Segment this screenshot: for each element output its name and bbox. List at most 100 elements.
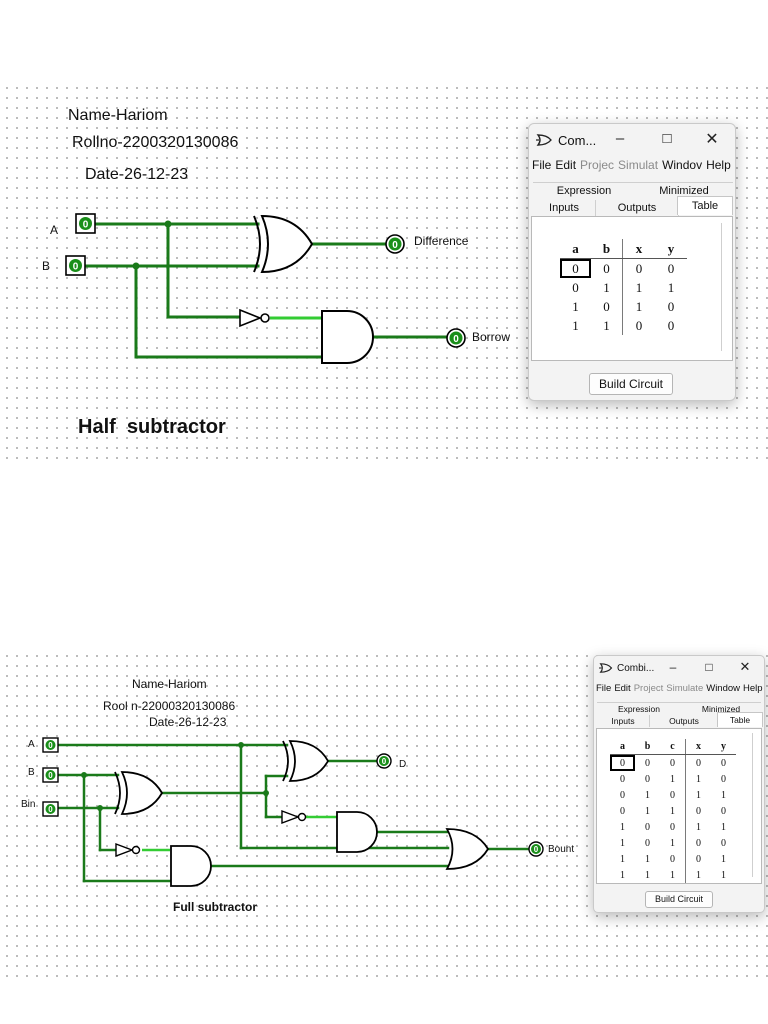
- table-cell[interactable]: 0: [696, 853, 701, 865]
- output-pin-borrow[interactable]: 0: [446, 328, 466, 348]
- table-cell[interactable]: 1: [696, 789, 701, 801]
- table-cell[interactable]: 0: [721, 805, 726, 817]
- input-pin-b[interactable]: 0: [65, 255, 86, 276]
- maximize-button[interactable]: □: [705, 660, 713, 674]
- table-cell[interactable]: 0: [560, 258, 591, 278]
- table-cell[interactable]: 1: [696, 773, 701, 785]
- tab-outputs[interactable]: Outputs: [649, 715, 719, 727]
- menu-window[interactable]: Window: [706, 683, 741, 694]
- menu-edit[interactable]: Edit: [614, 683, 631, 694]
- menu-project[interactable]: Project: [633, 683, 664, 694]
- input-pin-a[interactable]: 0: [75, 213, 96, 234]
- table-cell[interactable]: 0: [667, 298, 675, 314]
- tab-minimized[interactable]: Minimized: [635, 182, 733, 199]
- table-cell[interactable]: 1: [696, 869, 701, 881]
- table-cell[interactable]: 0: [620, 773, 625, 785]
- table-cell[interactable]: 1: [645, 805, 650, 817]
- table-cell[interactable]: 0: [696, 805, 701, 817]
- menu-simulate[interactable]: Simulate: [666, 683, 704, 694]
- table-cell[interactable]: 0: [620, 789, 625, 801]
- menu-project[interactable]: Projec: [580, 158, 615, 172]
- table-cell[interactable]: 1: [620, 853, 625, 865]
- table-cell[interactable]: 0: [645, 773, 650, 785]
- output-pin-difference[interactable]: 0: [385, 234, 405, 254]
- table-cell[interactable]: 0: [667, 260, 675, 276]
- table-cell[interactable]: 1: [721, 853, 726, 865]
- tab-minimized[interactable]: Minimized: [681, 702, 761, 715]
- table-cell[interactable]: 1: [620, 837, 625, 849]
- minimize-button[interactable]: –: [615, 130, 625, 147]
- table-cell[interactable]: 0: [645, 821, 650, 833]
- table-cell[interactable]: 1: [660, 835, 686, 851]
- input-pin-a[interactable]: 0: [42, 737, 59, 753]
- table-cell[interactable]: 1: [721, 821, 726, 833]
- xor-gate[interactable]: [253, 214, 314, 274]
- table-cell[interactable]: 0: [667, 317, 675, 333]
- table-cell[interactable]: 0: [696, 837, 701, 849]
- table-cell[interactable]: 1: [572, 298, 579, 314]
- xor-gate-2[interactable]: [282, 740, 330, 782]
- window-titlebar[interactable]: Com...: [529, 124, 735, 156]
- tab-expression[interactable]: Expression: [533, 182, 635, 199]
- table-cell[interactable]: 0: [660, 819, 686, 835]
- tab-table[interactable]: Table: [717, 712, 763, 727]
- table-cell[interactable]: 1: [635, 298, 643, 314]
- and-gate-1[interactable]: [170, 845, 212, 887]
- build-circuit-button[interactable]: Build Circuit: [589, 373, 673, 395]
- build-circuit-button[interactable]: Build Circuit: [645, 891, 713, 908]
- not-gate-2[interactable]: [281, 809, 307, 825]
- table-cell[interactable]: 1: [591, 316, 623, 335]
- or-gate[interactable]: [445, 828, 490, 870]
- table-cell[interactable]: 1: [620, 869, 625, 881]
- menu-window[interactable]: Windov: [662, 158, 703, 172]
- table-cell[interactable]: 0: [635, 260, 643, 276]
- table-cell[interactable]: 0: [645, 757, 650, 769]
- table-cell[interactable]: 0: [660, 754, 686, 771]
- menu-edit[interactable]: Edit: [555, 158, 577, 172]
- table-cell[interactable]: 1: [645, 853, 650, 865]
- table-cell[interactable]: 0: [645, 837, 650, 849]
- and-gate[interactable]: [321, 310, 374, 364]
- close-button[interactable]: ✕: [705, 131, 719, 148]
- menu-simulate[interactable]: Simulat: [618, 158, 659, 172]
- tab-inputs[interactable]: Inputs: [549, 202, 579, 214]
- table-cell[interactable]: 1: [660, 803, 686, 819]
- menu-help[interactable]: Help: [706, 158, 731, 172]
- not-gate[interactable]: [239, 308, 270, 328]
- table-cell[interactable]: 0: [572, 279, 579, 295]
- not-gate-1[interactable]: [115, 842, 141, 858]
- table-cell[interactable]: 0: [610, 754, 635, 771]
- input-pin-b[interactable]: 0: [42, 767, 59, 783]
- menu-file[interactable]: File: [596, 683, 612, 694]
- table-cell[interactable]: 1: [620, 821, 625, 833]
- table-cell[interactable]: 0: [620, 805, 625, 817]
- table-cell[interactable]: 0: [591, 258, 623, 278]
- table-cell[interactable]: 1: [667, 279, 675, 295]
- table-cell[interactable]: 1: [721, 869, 726, 881]
- table-cell[interactable]: 0: [591, 297, 623, 316]
- xor-gate-1[interactable]: [114, 771, 164, 815]
- window-titlebar[interactable]: Combi...: [594, 656, 764, 680]
- and-gate-2[interactable]: [336, 811, 378, 853]
- table-cell[interactable]: 0: [721, 837, 726, 849]
- table-cell[interactable]: 0: [660, 787, 686, 803]
- table-cell[interactable]: 1: [696, 821, 701, 833]
- table-cell[interactable]: 0: [696, 757, 701, 769]
- table-cell[interactable]: 1: [721, 789, 726, 801]
- menu-file[interactable]: File: [532, 158, 552, 172]
- maximize-button[interactable]: □: [662, 130, 672, 147]
- tab-table[interactable]: Table: [677, 196, 733, 215]
- input-pin-bin[interactable]: 0: [42, 801, 59, 817]
- close-button[interactable]: ✕: [739, 659, 751, 674]
- output-pin-d[interactable]: 0: [376, 753, 392, 769]
- menu-help[interactable]: Help: [743, 683, 763, 694]
- output-pin-bount[interactable]: 0: [528, 841, 544, 857]
- table-cell[interactable]: 1: [645, 789, 650, 801]
- table-cell[interactable]: 1: [635, 279, 643, 295]
- minimize-button[interactable]: –: [669, 660, 677, 674]
- table-scrollbar[interactable]: [721, 223, 722, 351]
- tab-outputs[interactable]: Outputs: [595, 200, 679, 216]
- table-cell[interactable]: 0: [721, 773, 726, 785]
